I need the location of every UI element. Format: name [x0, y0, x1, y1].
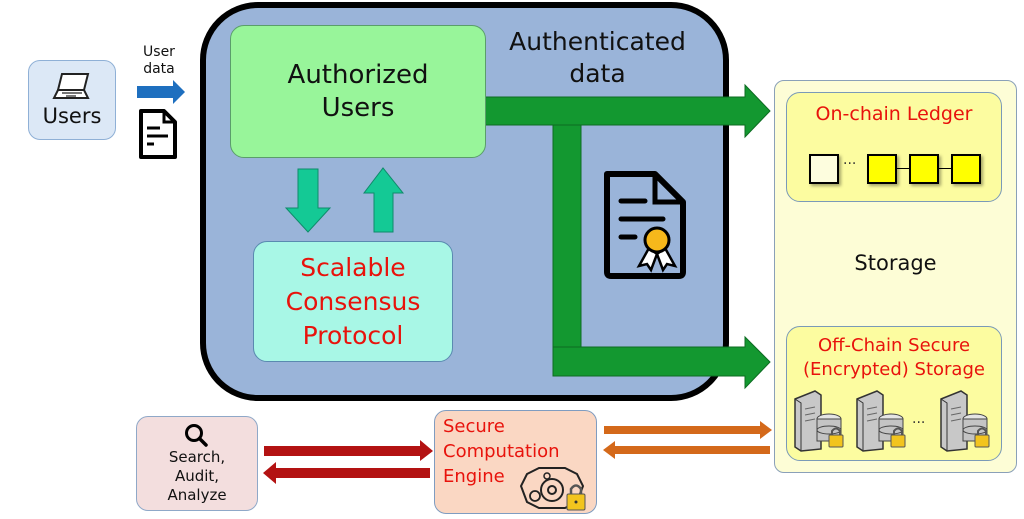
authenticated-data-label: Authenticated data: [509, 27, 686, 88]
ledger-link: [939, 168, 951, 169]
arrow-branch-vertical: [552, 124, 582, 348]
on-chain-ledger-box[interactable]: On-chain Ledger ···: [786, 92, 1002, 202]
consensus-protocol-box[interactable]: Scalable Consensus Protocol: [253, 241, 453, 362]
server-db-lock-icon: [853, 389, 909, 453]
off-chain-storage-label: Off-Chain Secure (Encrypted) Storage: [803, 335, 985, 380]
ledger-block: [867, 154, 897, 184]
authorized-users-box[interactable]: Authorized Users: [230, 25, 486, 158]
search-audit-analyze-box[interactable]: Search, Audit, Analyze: [136, 416, 258, 511]
engine-label: Secure Computation Engine: [443, 416, 560, 487]
authenticated-data-flow-arrows: [483, 83, 771, 390]
ledger-block: [909, 154, 939, 184]
arrow-up-to-authorized: [362, 167, 405, 233]
ledger-link: [897, 168, 909, 169]
users-box[interactable]: Users: [28, 60, 116, 140]
certificate-icon: [604, 171, 686, 279]
user-data-arrow: [137, 80, 185, 104]
laptop-icon: [52, 73, 90, 99]
user-data-label: User data: [143, 44, 175, 77]
document-icon: [139, 109, 177, 159]
storage-label: Storage: [854, 251, 937, 275]
engine-lock-icon: [519, 467, 586, 511]
magnifier-icon: [185, 423, 208, 447]
ledger-block-genesis: [809, 154, 839, 184]
arrow-engine-to-storage: [604, 421, 772, 439]
ledger-ellipsis: ···: [843, 156, 857, 172]
arrow-down-to-consensus: [284, 168, 332, 233]
arrow-storage-to-engine: [603, 441, 770, 459]
on-chain-ledger-label: On-chain Ledger: [815, 103, 973, 125]
server-db-lock-icon: [937, 389, 993, 453]
arrow-to-off-chain-storage: [552, 335, 771, 390]
servers-ellipsis: ···: [912, 415, 926, 431]
ledger-block: [951, 154, 981, 184]
off-chain-storage-box[interactable]: Off-Chain Secure (Encrypted) Storage ···: [786, 326, 1002, 461]
arrow-engine-to-search: [263, 462, 430, 484]
arrow-search-to-engine: [264, 440, 433, 461]
server-db-lock-icon: [791, 389, 847, 453]
ledger-chain: ···: [809, 154, 989, 184]
arrow-to-on-chain-ledger: [483, 83, 771, 139]
secure-computation-engine-box[interactable]: Secure Computation Engine: [434, 410, 597, 514]
users-label: Users: [42, 104, 102, 128]
